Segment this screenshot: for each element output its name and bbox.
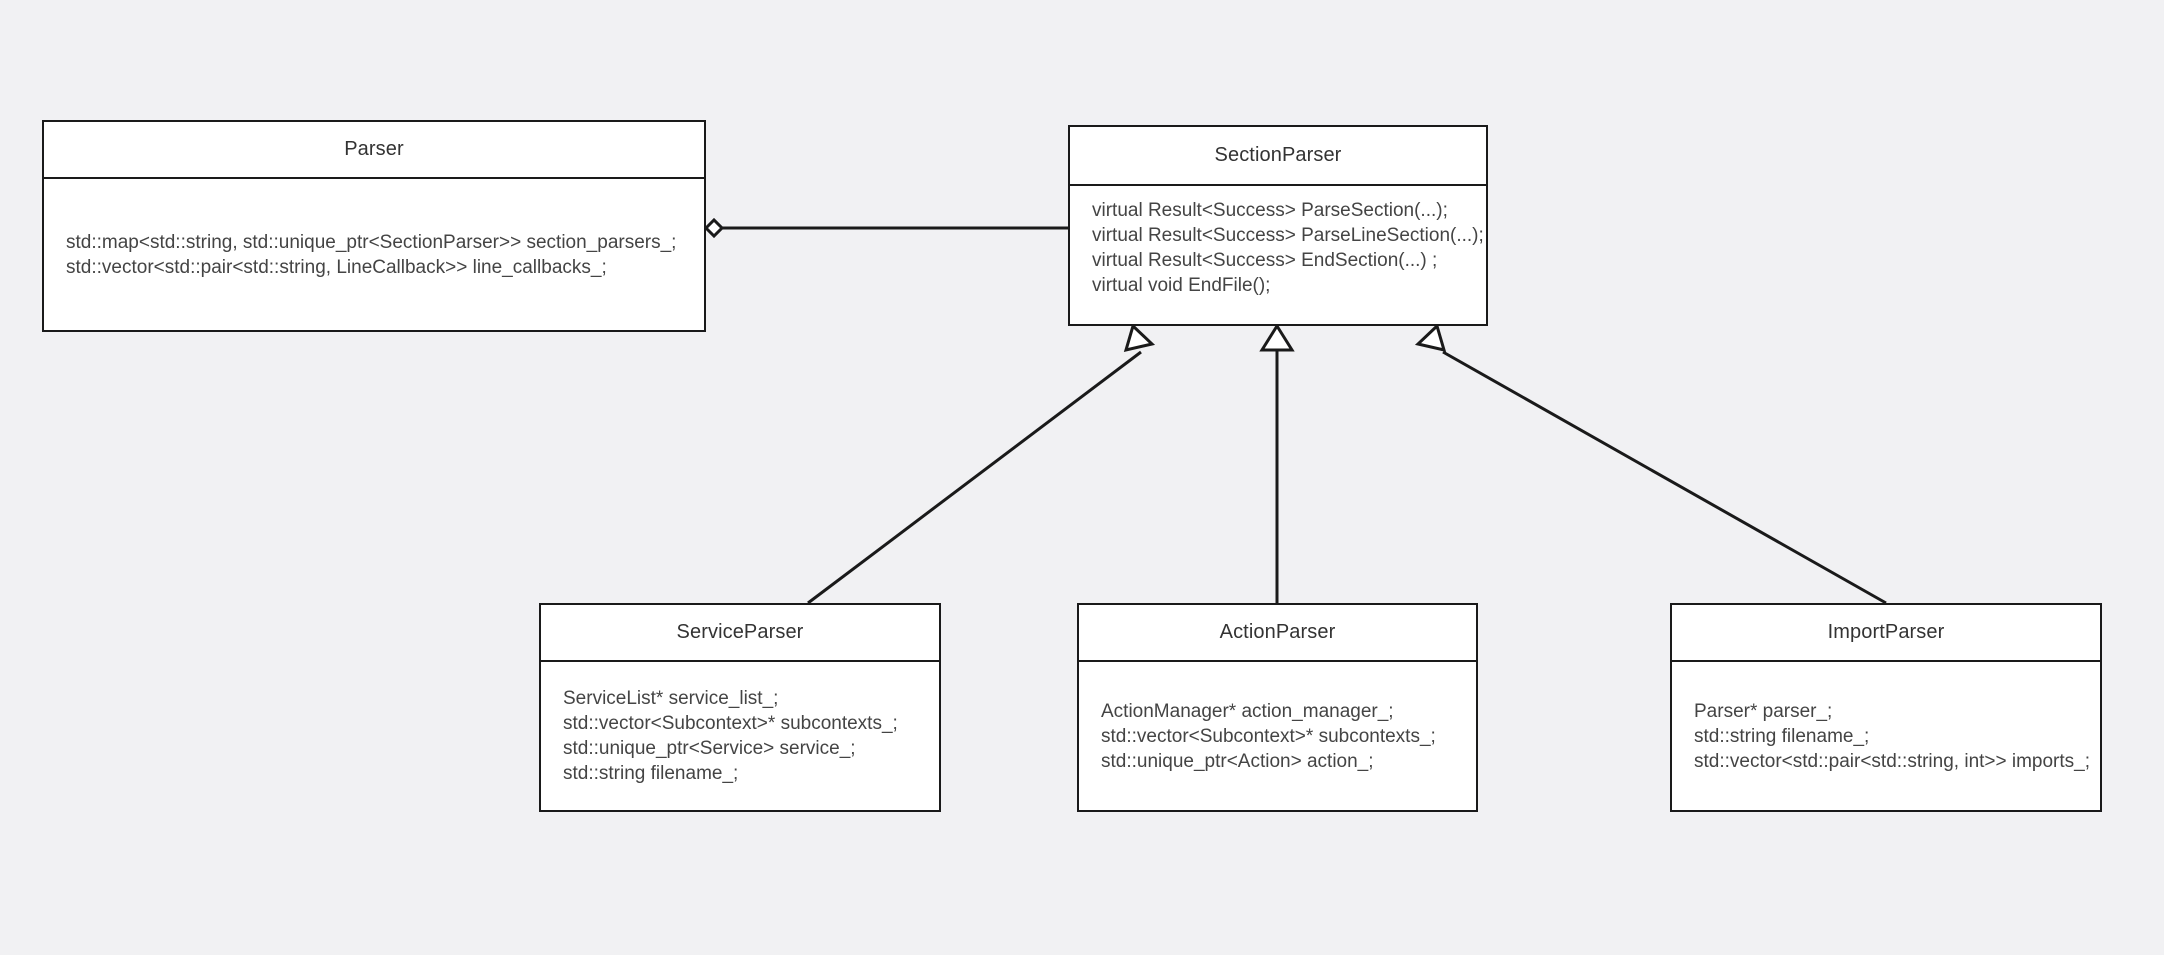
class-member: virtual void EndFile();: [1092, 275, 1271, 296]
class-header-service-parser: ServiceParser: [541, 605, 939, 662]
class-member: virtual Result<Success> EndSection(...) …: [1092, 250, 1438, 271]
class-member: std::string filename_;: [1694, 725, 1870, 747]
class-name-section-parser: SectionParser: [1214, 144, 1342, 166]
edge-serviceparser-inherits-sectionparser: [807, 323, 1156, 605]
generalization-line: [1442, 350, 1887, 605]
class-name-import-parser: ImportParser: [1827, 621, 1945, 643]
class-member: std::unique_ptr<Action> action_;: [1101, 750, 1374, 772]
class-header-action-parser: ActionParser: [1079, 605, 1476, 662]
edge-actionparser-inherits-sectionparser: [1259, 323, 1295, 603]
class-header-import-parser: ImportParser: [1672, 605, 2100, 662]
class-member: std::vector<std::pair<std::string, LineC…: [66, 256, 607, 278]
class-header-section-parser: SectionParser: [1070, 127, 1486, 186]
class-name-parser: Parser: [344, 138, 404, 160]
hollow-triangle-marker: [1259, 323, 1295, 352]
class-box-section-parser[interactable]: SectionParser virtual Result<Success> Pa…: [1068, 125, 1488, 326]
class-member: std::string filename_;: [563, 763, 739, 784]
class-box-action-parser[interactable]: ActionParser ActionManager* action_manag…: [1077, 603, 1478, 812]
hollow-diamond-marker: [703, 217, 725, 239]
class-name-action-parser: ActionParser: [1219, 621, 1336, 643]
class-member: Parser* parser_;: [1694, 700, 1833, 722]
class-member: virtual Result<Success> ParseSection(...…: [1092, 200, 1448, 221]
class-member: virtual Result<Success> ParseLineSection…: [1092, 225, 1484, 246]
class-members-section-parser: virtual Result<Success> ParseSection(...…: [1070, 186, 1486, 324]
generalization-line: [807, 350, 1142, 605]
class-box-parser[interactable]: Parser std::map<std::string, std::unique…: [42, 120, 706, 332]
class-member: std::vector<Subcontext>* subcontexts_;: [563, 713, 898, 734]
hollow-triangle-marker: [1414, 323, 1447, 353]
class-box-service-parser[interactable]: ServiceParser ServiceList* service_list_…: [539, 603, 941, 812]
edge-importparser-inherits-sectionparser: [1414, 323, 1887, 605]
class-member: std::unique_ptr<Service> service_;: [563, 738, 856, 759]
class-members-import-parser: Parser* parser_; std::string filename_; …: [1672, 662, 2100, 810]
class-name-service-parser: ServiceParser: [676, 621, 804, 643]
class-member: std::vector<Subcontext>* subcontexts_;: [1101, 725, 1436, 747]
hollow-triangle-marker: [1123, 323, 1156, 353]
edge-parser-aggregates-sectionparser: [703, 217, 1068, 239]
class-members-action-parser: ActionManager* action_manager_; std::vec…: [1079, 662, 1476, 810]
class-member: ActionManager* action_manager_;: [1101, 700, 1394, 722]
class-members-service-parser: ServiceList* service_list_; std::vector<…: [541, 662, 939, 810]
class-member: ServiceList* service_list_;: [563, 688, 779, 709]
class-box-import-parser[interactable]: ImportParser Parser* parser_; std::strin…: [1670, 603, 2102, 812]
class-member: std::vector<std::pair<std::string, int>>…: [1694, 750, 2091, 772]
class-member: std::map<std::string, std::unique_ptr<Se…: [66, 231, 677, 253]
class-members-parser: std::map<std::string, std::unique_ptr<Se…: [44, 179, 704, 330]
class-header-parser: Parser: [44, 122, 704, 179]
